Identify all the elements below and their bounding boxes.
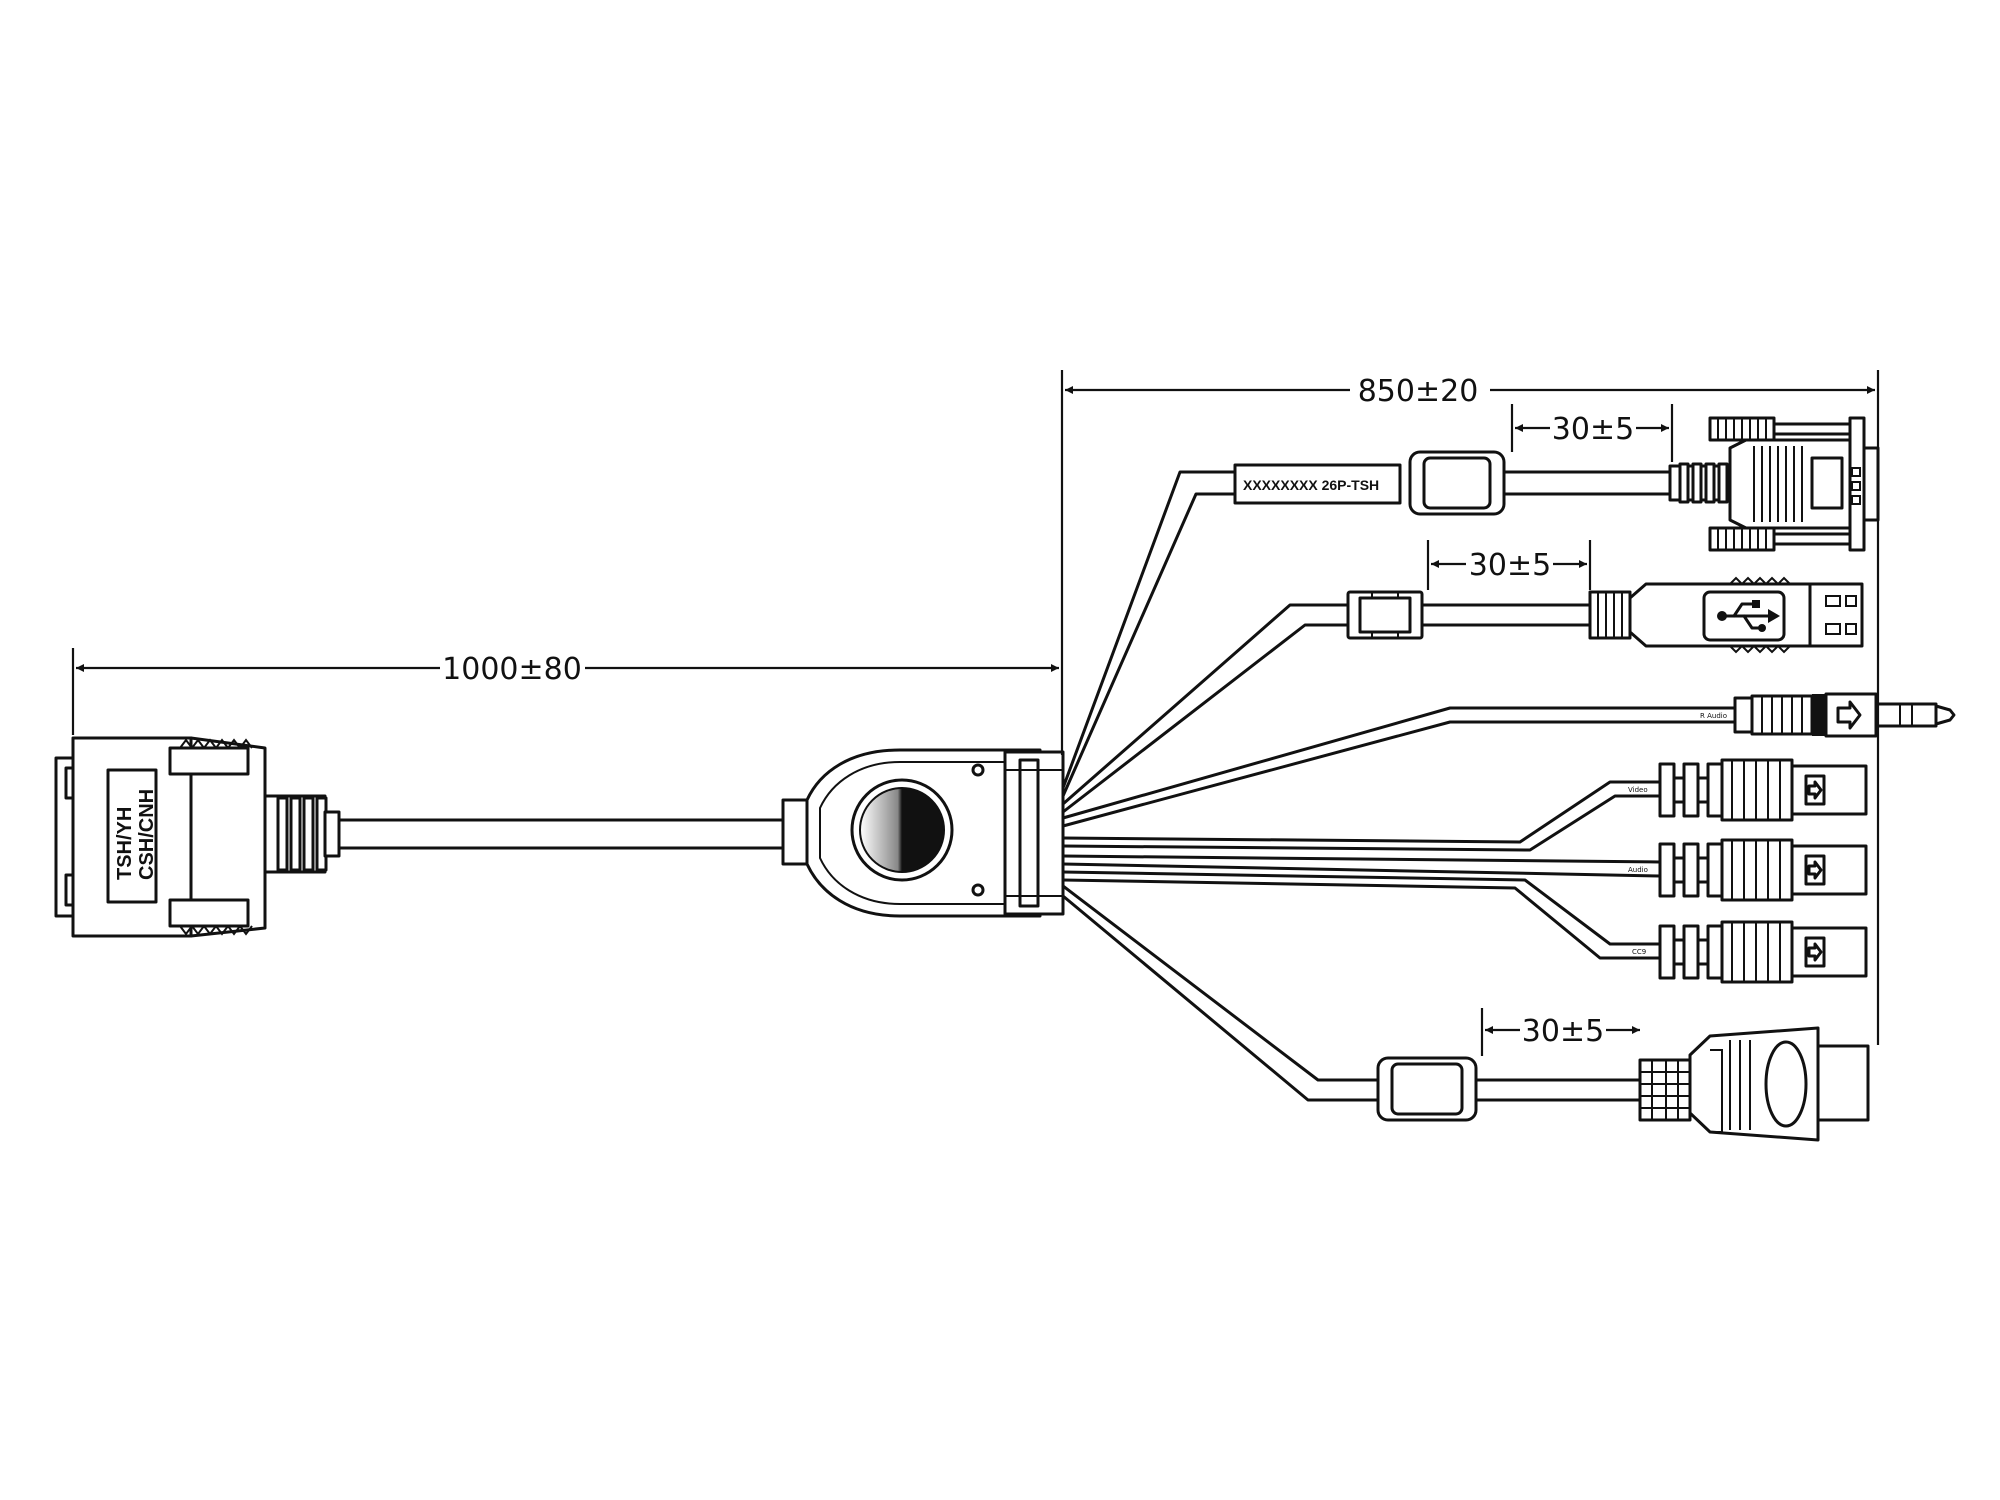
usb-icon [1717,600,1780,632]
vga-connector: XXXXXXXX 26P-TSH [1233,416,1880,552]
dim-hdmi-tail: 30±5 [1522,1014,1604,1049]
arrow-right-icon [1807,942,1823,962]
rca-audio-connector: Audio [1628,838,1868,902]
port-label-cc9: CC9 [1632,948,1646,956]
connector-label-line2: CSH/CNH [136,789,158,880]
dim-main-cable: 1000±80 [442,652,582,687]
branch-cables [1061,470,1737,1102]
cable-print-label: XXXXXXXX 26P-TSH [1243,477,1379,493]
main-cable [337,818,792,850]
dim-usb-tail: 30±5 [1469,548,1551,583]
port-label-r-audio: R Audio [1700,712,1727,720]
connector-label-line1: TSH/YH [114,807,136,880]
tsh-26p-connector: TSH/YH CSH/CNH [54,736,341,938]
dim-vga-tail: 30±5 [1552,412,1634,447]
rca-video-connector: Video [1628,758,1868,822]
usb-connector [1346,576,1864,654]
breakout-box [781,748,1065,918]
port-label-video: Video [1628,786,1648,794]
port-label-audio: Audio [1628,866,1648,874]
arrow-right-icon [1807,780,1823,800]
hdmi-connector [1376,1026,1870,1142]
dim-breakout: 850±20 [1358,374,1479,409]
dimension-lines: 1000±80 850±20 30±5 30±5 30±5 [71,370,1880,1056]
rca-cc9-connector: CC9 [1632,920,1868,984]
audio-jack-connector: R Audio [1700,692,1956,738]
lens-icon [859,787,945,873]
arrow-right-icon [1807,860,1823,880]
arrow-right-icon [1836,700,1862,730]
